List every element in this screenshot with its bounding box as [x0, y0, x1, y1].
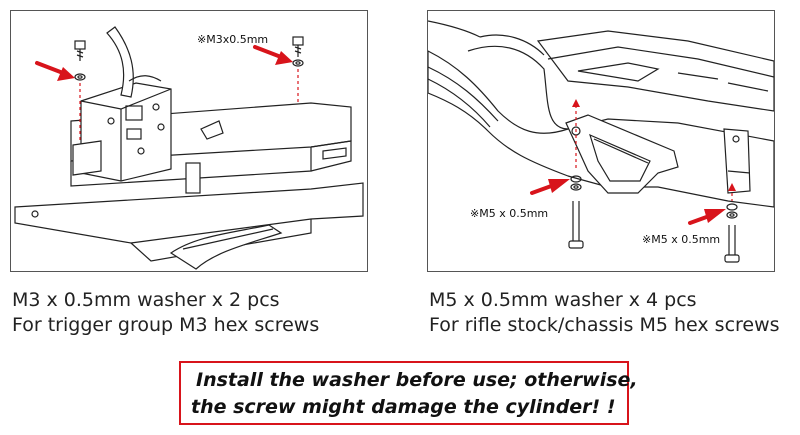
trigger-group-diagram: ※M3x0.5mm	[10, 10, 368, 272]
washer-marker-left	[74, 73, 86, 81]
trigger-group-illustration	[14, 26, 364, 270]
washer-size-callout-right: ※M5 x 0.5mm	[642, 233, 721, 246]
warning-box: Install the washer before use; otherwise…	[179, 361, 638, 425]
washer-size-callout: ※M3x0.5mm	[197, 33, 269, 46]
left-caption-usage: For trigger group M3 hex screws	[12, 314, 320, 336]
right-caption-usage: For rifle stock/chassis M5 hex screws	[429, 314, 780, 336]
left-caption-title: M3 x 0.5mm washer x 2 pcs	[12, 289, 280, 311]
right-caption-title: M5 x 0.5mm washer x 4 pcs	[429, 289, 697, 311]
rifle-stock-diagram: ※M5 x 0.5mm ※M5 x 0.5mm	[427, 10, 775, 272]
warning-line-1: Install the washer before use; otherwise…	[196, 369, 638, 391]
washer-marker-right	[726, 203, 738, 219]
washer-marker-right	[292, 59, 304, 67]
rifle-stock-illustration	[428, 20, 774, 263]
washer-size-callout-left: ※M5 x 0.5mm	[470, 207, 549, 220]
warning-line-2: the screw might damage the cylinder! !	[191, 396, 616, 418]
washer-marker-left	[570, 175, 582, 191]
